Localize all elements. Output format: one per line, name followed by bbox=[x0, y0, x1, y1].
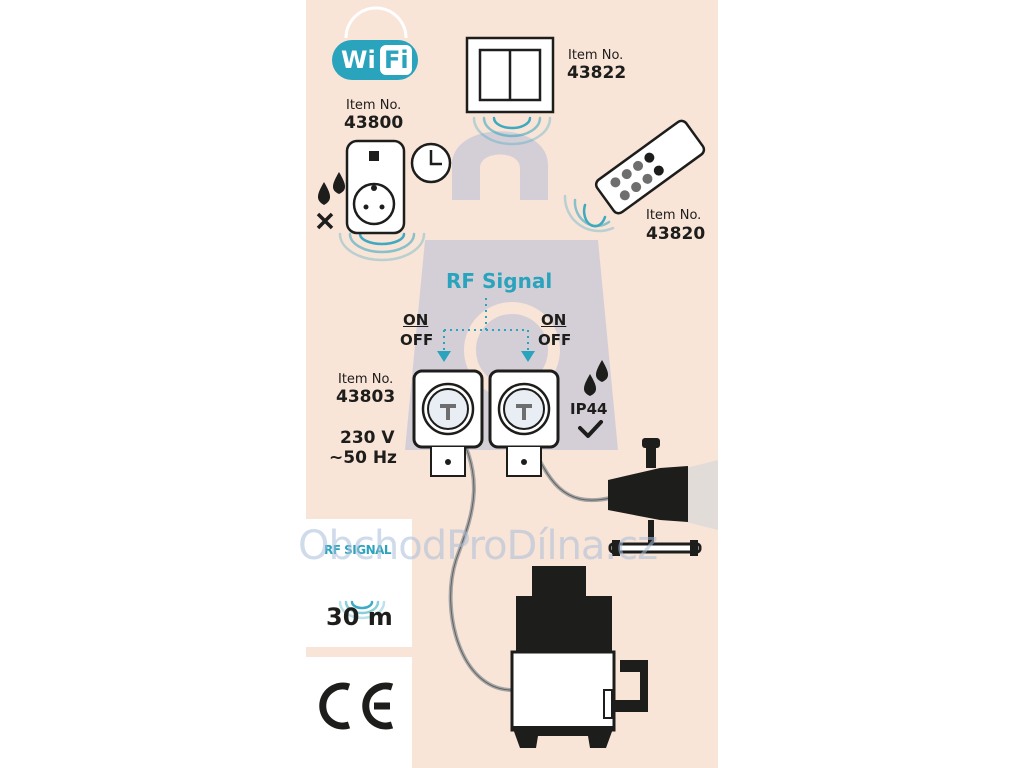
floodlight-icon bbox=[608, 438, 718, 556]
item-number-43820: 43820 bbox=[646, 224, 706, 244]
item-label-43800: Item No. bbox=[346, 98, 402, 113]
rf-signal-lines bbox=[443, 298, 529, 350]
item-number-43803: 43803 bbox=[336, 387, 396, 407]
water-drops-icon bbox=[316, 172, 346, 230]
item-number-43822: 43822 bbox=[567, 63, 627, 83]
submersible-pump-icon bbox=[510, 566, 648, 748]
item-label-43820: Item No. bbox=[646, 208, 702, 223]
outdoor-socket-icon bbox=[412, 369, 560, 477]
range-card-label: RF SIGNAL bbox=[324, 543, 392, 557]
smart-plug-icon bbox=[345, 139, 406, 235]
voltage-label: 230 V bbox=[340, 428, 395, 448]
on-label-right: ON bbox=[541, 311, 567, 329]
arrow-left-icon bbox=[437, 351, 451, 362]
range-distance: 30 m bbox=[326, 603, 393, 631]
remote-icon bbox=[594, 119, 706, 215]
off-label-left: OFF bbox=[400, 331, 434, 349]
ce-mark-text: CE bbox=[320, 680, 321, 681]
item-number-43800: 43800 bbox=[344, 113, 404, 133]
item-label-43803: Item No. bbox=[338, 372, 394, 387]
range-card bbox=[306, 519, 412, 647]
arrow-right-icon bbox=[521, 351, 535, 362]
wall-switch-icon bbox=[465, 36, 555, 114]
watermark-text: ObchodProDílna.cz bbox=[298, 523, 658, 569]
wifi-label-fi: Fi bbox=[384, 46, 409, 74]
ip44-drops-icon bbox=[583, 360, 609, 396]
wifi-label-wi: Wi bbox=[341, 46, 376, 74]
signal-waves bbox=[338, 116, 615, 620]
ce-icon bbox=[319, 682, 394, 730]
wifi-icon bbox=[332, 6, 418, 80]
clock-icon bbox=[410, 142, 452, 184]
off-label-right: OFF bbox=[538, 331, 572, 349]
item-label-43822: Item No. bbox=[568, 48, 624, 63]
checkmark-icon bbox=[578, 420, 603, 438]
on-label-left: ON bbox=[403, 311, 429, 329]
rf-signal-title: RF Signal bbox=[446, 269, 553, 293]
frequency-label: ~50 Hz bbox=[329, 448, 397, 468]
ip-rating: IP44 bbox=[570, 400, 608, 418]
